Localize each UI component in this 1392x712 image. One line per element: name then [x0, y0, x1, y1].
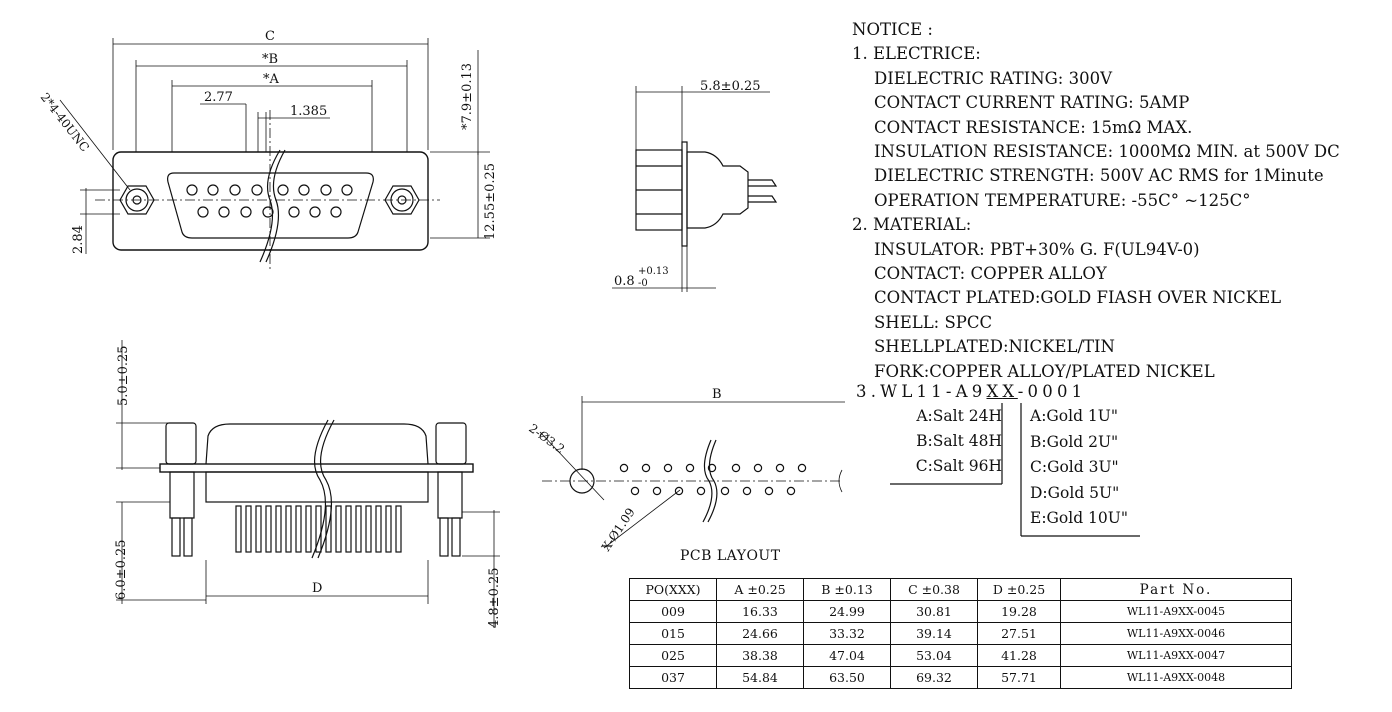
right-bottom-dim-label: 4.8±0.25: [487, 567, 502, 628]
screw-label: 2*4-40UNC: [38, 90, 92, 154]
cell-part-no: WL11-A9XX-0045: [1060, 600, 1292, 623]
cell-b: 63.50: [803, 666, 891, 689]
salt-option: B:Salt 48H: [916, 432, 1002, 450]
pcb-layout-title: PCB LAYOUT: [680, 548, 781, 564]
spec-contact-resistance: CONTACT RESISTANCE: 15mΩ MAX.: [874, 117, 1193, 137]
part-code-brackets: [890, 403, 1140, 537]
salt-option: C:Salt 96H: [915, 457, 1002, 475]
cell-c: 69.32: [890, 666, 978, 689]
spec-dielectric-strength: DIELECTRIC STRENGTH: 500V AC RMS for 1Mi…: [874, 166, 1324, 186]
dim-a-label: *A: [263, 72, 280, 87]
cell-part-no: WL11-A9XX-0046: [1060, 622, 1292, 645]
flange-main-label: 0.8: [614, 274, 635, 289]
offset-label: 2.84: [71, 225, 86, 254]
pcb-width-label: B: [712, 387, 722, 402]
col-part-no: Part No.: [1060, 578, 1292, 601]
cell-c: 30.81: [890, 600, 978, 623]
spec-contact: CONTACT: COPPER ALLOY: [874, 264, 1107, 284]
part-code-suffix: -0001: [1017, 382, 1087, 401]
notice-title: NOTICE :: [852, 20, 933, 39]
dim-c-label: C: [265, 29, 275, 44]
table-row: 025 38.38 47.04 53.04 41.28 WL11-A9XX-00…: [629, 644, 1292, 667]
cell-c: 53.04: [890, 644, 978, 667]
cell-a: 54.84: [716, 666, 804, 689]
cell-c: 39.14: [890, 622, 978, 645]
pitch-label: 2.77: [204, 90, 233, 105]
col-po: PO(XXX): [629, 578, 717, 601]
notice-block: NOTICE : 1. ELECTRICE: DIELECTRIC RATING…: [852, 18, 1340, 384]
col-c: C ±0.38: [890, 578, 978, 601]
part-code: 3.WL11-A9XX-0001: [856, 382, 1086, 401]
gold-option: B:Gold 2U": [1030, 432, 1119, 451]
spec-contact-plated: CONTACT PLATED:GOLD FIASH OVER NICKEL: [874, 288, 1282, 308]
cell-d: 27.51: [977, 622, 1061, 645]
gold-options: A:Gold 1U" B:Gold 2U" C:Gold 3U" D:Gold …: [1030, 404, 1128, 532]
mount-hole-label: 2-Ø3.2: [526, 421, 567, 456]
flange-tol-label: +0.13: [638, 266, 669, 277]
cell-b: 47.04: [803, 644, 891, 667]
cell-a: 24.66: [716, 622, 804, 645]
cell-po: 037: [629, 666, 717, 689]
gold-option: A:Gold 1U": [1030, 407, 1118, 425]
cell-po: 025: [629, 644, 717, 667]
part-code-number: 3.: [856, 382, 881, 401]
part-code-prefix: WL11-A9: [880, 382, 987, 401]
salt-option: A:Salt 24H: [916, 407, 1002, 425]
spec-operation-temperature: OPERATION TEMPERATURE: -55C° ~125C°: [874, 190, 1251, 210]
cell-part-no: WL11-A9XX-0047: [1060, 644, 1292, 667]
spec-dielectric-rating: DIELECTRIC RATING: 300V: [874, 68, 1113, 88]
spec-insulation-resistance: INSULATION RESISTANCE: 1000MΩ MIN. at 50…: [874, 142, 1340, 162]
spec-insulator: INSULATOR: PBT+30% G. F(UL94V-0): [874, 239, 1200, 259]
spec-fork: FORK:COPPER ALLOY/PLATED NICKEL: [874, 361, 1215, 381]
spec-shell: SHELL: SPCC: [874, 312, 993, 332]
col-d: D ±0.25: [977, 578, 1061, 601]
pcb-layout-view: B 2-Ø3.2 X-Ø1.09: [526, 387, 845, 554]
cell-a: 38.38: [716, 644, 804, 667]
cell-po: 015: [629, 622, 717, 645]
cell-d: 19.28: [977, 600, 1061, 623]
half-pitch-label: 1.385: [290, 104, 327, 119]
pin-hole-label: X-Ø1.09: [599, 505, 638, 553]
col-b: B ±0.13: [803, 578, 891, 601]
depth-label: 5.8±0.25: [700, 79, 761, 94]
flange-tol-low-label: -0: [638, 278, 648, 289]
dimension-table: PO(XXX) A ±0.25 B ±0.13 C ±0.38 D ±0.25 …: [629, 578, 1292, 689]
cell-po: 009: [629, 600, 717, 623]
cell-a: 16.33: [716, 600, 804, 623]
table-row: 037 54.84 63.50 69.32 57.71 WL11-A9XX-00…: [629, 666, 1292, 689]
table-row: 009 16.33 24.99 30.81 19.28 WL11-A9XX-00…: [629, 600, 1292, 623]
cell-b: 24.99: [803, 600, 891, 623]
table-header-row: PO(XXX) A ±0.25 B ±0.13 C ±0.38 D ±0.25 …: [629, 578, 1292, 601]
cell-d: 41.28: [977, 644, 1061, 667]
gold-option: C:Gold 3U": [1030, 458, 1119, 476]
gold-option: D:Gold 5U": [1030, 483, 1120, 502]
width-d-label: D: [312, 581, 322, 596]
side-view: 5.8±0.25 0.8 +0.13 -0: [612, 79, 778, 292]
table-row: 015 24.66 33.32 39.14 27.51 WL11-A9XX-00…: [629, 622, 1292, 645]
left-bottom-dim-label: 6.0±0.25: [114, 539, 129, 600]
spec-shell-plated: SHELLPLATED:NICKEL/TIN: [874, 337, 1115, 357]
spec-current-rating: CONTACT CURRENT RATING: 5AMP: [874, 93, 1190, 113]
material-heading: 2. MATERIAL:: [852, 215, 972, 235]
cell-d: 57.71: [977, 666, 1061, 689]
part-code-x2: X: [1002, 382, 1018, 401]
front-view: C *B *A 2.77 1.385: [38, 29, 498, 270]
gold-option: E:Gold 10U": [1030, 509, 1128, 527]
top-dim-label: 5.0±0.25: [116, 345, 131, 406]
electric-heading: 1. ELECTRICE:: [852, 44, 981, 64]
cell-b: 33.32: [803, 622, 891, 645]
height-1-label: *7.9±0.13: [460, 63, 475, 130]
height-2-label: 12.55±0.25: [483, 163, 498, 240]
bottom-view: 5.0±0.25 6.0±0.25 D: [114, 340, 502, 628]
salt-options: A:Salt 24H B:Salt 48H C:Salt 96H: [890, 404, 1008, 479]
col-a: A ±0.25: [716, 578, 804, 601]
cell-part-no: WL11-A9XX-0048: [1060, 666, 1292, 689]
dim-b-label: *B: [262, 52, 278, 67]
part-code-x1: X: [986, 382, 1003, 401]
